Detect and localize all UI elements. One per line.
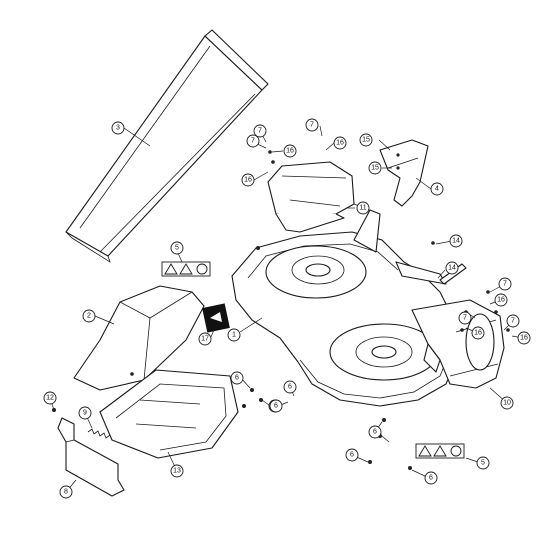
callout-5: 5 (170, 241, 184, 255)
warning-label-icon (161, 261, 211, 277)
callout-14: 14 (445, 261, 459, 275)
callout-6: 6 (230, 371, 244, 385)
callout-8: 8 (59, 485, 73, 499)
callout-label: 16 (286, 148, 294, 155)
part-grass-chute (65, 29, 269, 263)
callout-label: 16 (520, 335, 528, 342)
callout-2: 2 (82, 309, 96, 323)
callout-label: 16 (336, 140, 344, 147)
callout-label: 15 (362, 137, 370, 144)
callout-16: 16 (333, 136, 347, 150)
callout-label: 7 (503, 281, 507, 288)
callout-6: 6 (368, 425, 382, 439)
callout-label: 3 (116, 125, 120, 132)
callout-7: 7 (498, 277, 512, 291)
callout-16: 16 (494, 293, 508, 307)
safety-sticker-icon (202, 303, 230, 333)
callout-7: 7 (506, 314, 520, 328)
part-bag-cover (73, 285, 205, 391)
callout-label: 11 (359, 205, 366, 212)
part-spring (87, 428, 113, 441)
callout-6: 6 (424, 471, 438, 485)
callout-label: 15 (371, 165, 379, 172)
callout-11: 11 (356, 201, 370, 215)
callout-16: 16 (241, 173, 255, 187)
callout-7: 7 (246, 134, 260, 148)
callout-13: 13 (170, 464, 184, 478)
callout-label: 6 (350, 452, 354, 459)
callout-label: 6 (288, 384, 292, 391)
callout-10: 10 (500, 396, 514, 410)
callout-16: 16 (283, 144, 297, 158)
callout-7: 7 (458, 311, 472, 325)
callout-label: 7 (310, 122, 314, 129)
callout-label: 7 (251, 138, 255, 145)
callout-label: 14 (452, 238, 460, 245)
callout-label: 5 (175, 245, 179, 252)
callout-label: 16 (244, 177, 252, 184)
callout-1: 1 (227, 328, 241, 342)
part-bracket-plate (57, 417, 125, 497)
callout-label: 6 (274, 403, 278, 410)
part-mower-deck (231, 209, 457, 407)
callout-label: 17 (201, 336, 209, 343)
callout-label: 7 (258, 128, 262, 135)
callout-16: 16 (517, 331, 531, 345)
callout-12: 12 (43, 391, 57, 405)
leader-lines (49, 125, 524, 493)
callout-14: 14 (449, 234, 463, 248)
callout-5: 5 (476, 456, 490, 470)
callout-15: 15 (359, 133, 373, 147)
callout-17: 17 (198, 332, 212, 346)
callout-label: 9 (83, 410, 87, 417)
callout-16: 16 (471, 326, 485, 340)
callout-3: 3 (111, 121, 125, 135)
part-deflector-bracket (379, 139, 429, 207)
part-discharge-cover (267, 150, 355, 233)
callout-6: 6 (283, 380, 297, 394)
callout-label: 6 (235, 375, 239, 382)
callout-15: 15 (368, 161, 382, 175)
callout-6: 6 (269, 399, 283, 413)
callout-7: 7 (253, 124, 267, 138)
callout-label: 16 (497, 297, 505, 304)
callout-label: 6 (429, 475, 433, 482)
callout-7: 7 (305, 118, 319, 132)
callout-label: 13 (173, 468, 181, 475)
warning-label-icon (415, 443, 465, 459)
callout-label: 14 (448, 265, 456, 272)
callout-9: 9 (78, 406, 92, 420)
callout-label: 10 (503, 400, 511, 407)
part-collection-tray (99, 369, 246, 459)
part-chute-housing (411, 299, 505, 389)
callout-label: 1 (232, 332, 236, 339)
callout-label: 16 (474, 330, 482, 337)
callout-label: 7 (511, 318, 515, 325)
callout-4: 4 (430, 182, 444, 196)
callout-label: 12 (46, 395, 54, 402)
callout-label: 8 (64, 489, 68, 496)
callout-6: 6 (345, 448, 359, 462)
callout-label: 2 (87, 313, 91, 320)
callout-label: 7 (463, 315, 467, 322)
callout-label: 4 (435, 186, 439, 193)
bolt-markers (52, 290, 510, 470)
callout-label: 5 (481, 460, 485, 467)
callout-label: 6 (373, 429, 377, 436)
